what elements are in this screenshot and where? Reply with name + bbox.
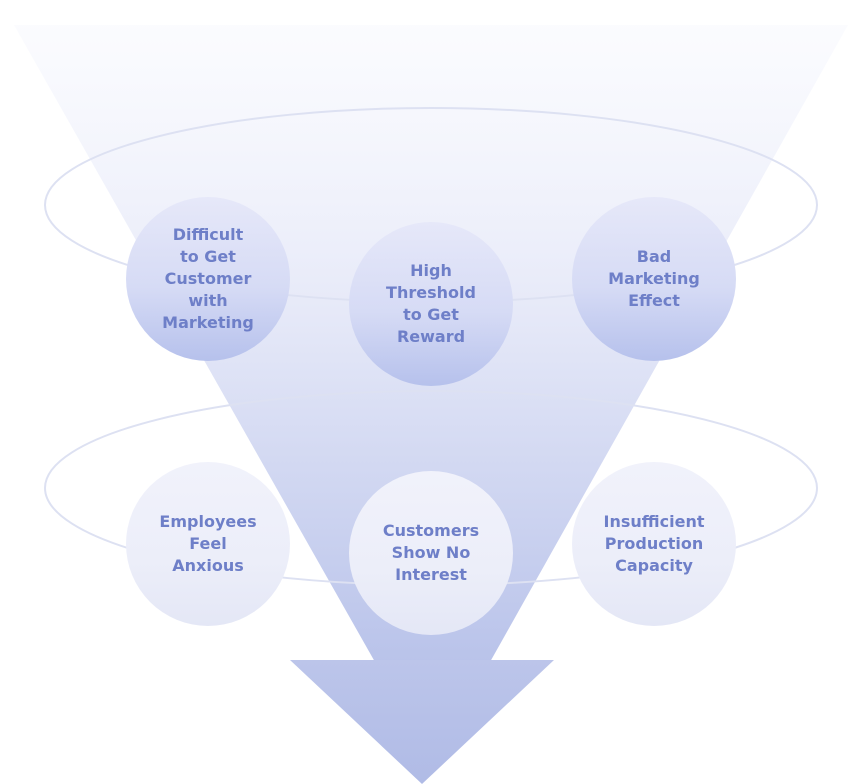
cause-node: Employees Feel Anxious: [126, 462, 290, 626]
cause-node: Insufficient Production Capacity: [572, 462, 736, 626]
cause-label: Bad Marketing Effect: [608, 247, 700, 310]
cause-label: Difficult to Get Customer with Marketing: [162, 225, 254, 332]
cause-label: Customers Show No Interest: [382, 521, 480, 584]
cause-node: Customers Show No Interest: [349, 471, 513, 635]
cause-label: Insufficient Production Capacity: [603, 512, 705, 575]
cause-label: Employees Feel Anxious: [159, 512, 257, 575]
cause-node: High Threshold to Get Reward: [349, 222, 513, 386]
cause-node: Difficult to Get Customer with Marketing: [126, 197, 290, 361]
cause-node: Bad Marketing Effect: [572, 197, 736, 361]
funnel-arrow-head: [290, 660, 554, 784]
cause-label: High Threshold to Get Reward: [386, 261, 476, 346]
